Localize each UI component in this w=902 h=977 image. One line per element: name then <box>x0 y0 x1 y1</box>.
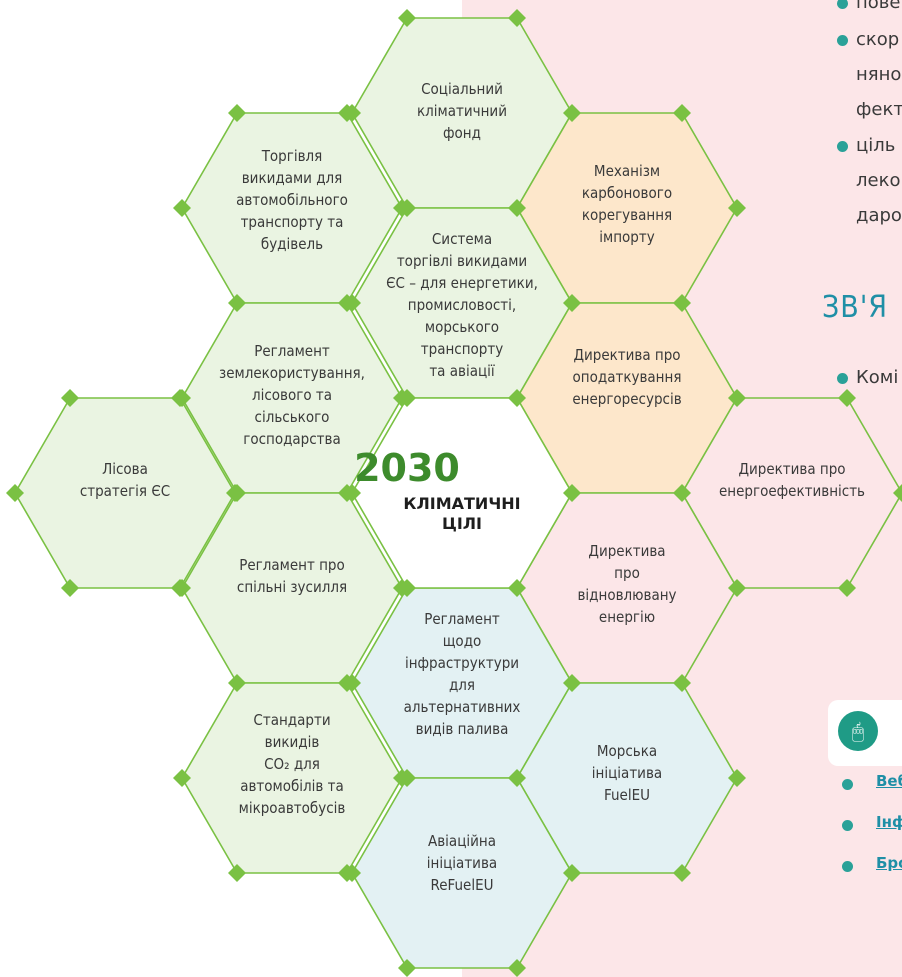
connector-node <box>343 864 361 882</box>
text-line: даро <box>856 205 902 226</box>
hex-afir-label: Регламент щодо інфраструктури для альтер… <box>403 610 521 738</box>
hex-fueleu-maritime-label: Морська ініціатива FuelEU <box>591 742 663 804</box>
connector-node <box>508 579 526 597</box>
hex-social-climate-fund-label: Соціальний кліматичний фонд <box>417 80 507 142</box>
connector-node <box>728 769 746 787</box>
bullet-4 <box>837 373 848 384</box>
connector-node <box>728 579 746 597</box>
hex-refueleu-aviation-label: Авіаційна ініціатива ReFuelEU <box>426 832 498 894</box>
link-bullet-2 <box>842 820 853 831</box>
hex-effort-sharing-label: Регламент про спільні зусилля <box>236 556 348 596</box>
hex-co2-standards-label: Стандарти викидів CO₂ для автомобілів та… <box>238 711 346 817</box>
connector-node <box>228 674 246 692</box>
connector-node <box>508 769 526 787</box>
link-bullet-1 <box>842 779 853 790</box>
center-subtitle: КЛІМАТИЧНІ ЦІЛІ <box>403 494 521 533</box>
connector-node <box>61 389 79 407</box>
connector-node <box>673 484 691 502</box>
link-bullet-3 <box>842 861 853 872</box>
bullet-1 <box>837 0 848 9</box>
hex-lulucf-regulation-label: Регламент землекористування, лісового та… <box>219 342 365 448</box>
text-line: пове <box>856 0 901 13</box>
connector-node <box>228 294 246 312</box>
connector-node <box>398 959 416 977</box>
text-line: Комі <box>856 367 899 388</box>
connector-node <box>228 864 246 882</box>
connector-node <box>673 864 691 882</box>
connector-node <box>226 484 244 502</box>
connector-node <box>673 674 691 692</box>
hex-renewable-energy-label: Директива про відновлювану енергію <box>577 542 677 626</box>
text-line: фект <box>856 99 902 120</box>
connector-node <box>673 294 691 312</box>
connector-node <box>343 484 361 502</box>
connector-node <box>61 579 79 597</box>
hex-energy-efficiency-label: Директива про енергоефективність <box>718 460 866 500</box>
connector-node <box>508 9 526 27</box>
connector-node <box>838 389 856 407</box>
connector-node <box>173 769 191 787</box>
connector-node <box>563 294 581 312</box>
section-heading: ЗВ'Я <box>822 290 888 325</box>
connector-node <box>728 199 746 217</box>
text-line: скор <box>856 29 900 50</box>
connector-node <box>343 674 361 692</box>
hex-forest-strategy-label: Лісова стратегія ЄС <box>79 460 171 500</box>
connector-node <box>338 104 356 122</box>
connector-node <box>171 389 189 407</box>
link-brochure[interactable]: Бро <box>876 854 902 872</box>
text-line: леко <box>856 170 901 191</box>
connector-node <box>508 959 526 977</box>
hex-transport-buildings-ets-label: Торгівля викидами для автомобільного тра… <box>236 147 348 253</box>
connector-node <box>508 199 526 217</box>
mouse-icon: 🖱 <box>838 711 878 751</box>
connector-node <box>393 389 411 407</box>
connector-node <box>228 104 246 122</box>
connector-node <box>173 199 191 217</box>
text-line: няно <box>856 64 902 85</box>
connector-node <box>728 389 746 407</box>
connector-node <box>563 104 581 122</box>
connector-node <box>508 389 526 407</box>
connector-node <box>893 484 902 502</box>
connector-node <box>173 579 191 597</box>
hex-eu-ets-label: Система торгівлі викидами ЄС – для енерг… <box>386 230 538 380</box>
connector-node <box>398 9 416 27</box>
bullet-2 <box>837 35 848 46</box>
connector-node <box>563 484 581 502</box>
hex-energy-taxation-label: Директива про оподаткування енергоресурс… <box>572 346 682 408</box>
connector-node <box>6 484 24 502</box>
connector-node <box>838 579 856 597</box>
link-web[interactable]: Веб <box>876 772 902 790</box>
connector-node <box>393 199 411 217</box>
center-year: 2030 <box>354 446 460 490</box>
connector-node <box>393 769 411 787</box>
connector-node <box>398 579 416 597</box>
connector-node <box>563 864 581 882</box>
hex-carbon-border-mechanism-label: Механізм карбонового корегування імпорту <box>581 162 673 246</box>
connector-node <box>673 104 691 122</box>
link-info[interactable]: Інф <box>876 813 902 831</box>
bullet-3 <box>837 141 848 152</box>
connector-node <box>563 674 581 692</box>
text-line: ціль <box>856 135 896 156</box>
connector-node <box>343 294 361 312</box>
